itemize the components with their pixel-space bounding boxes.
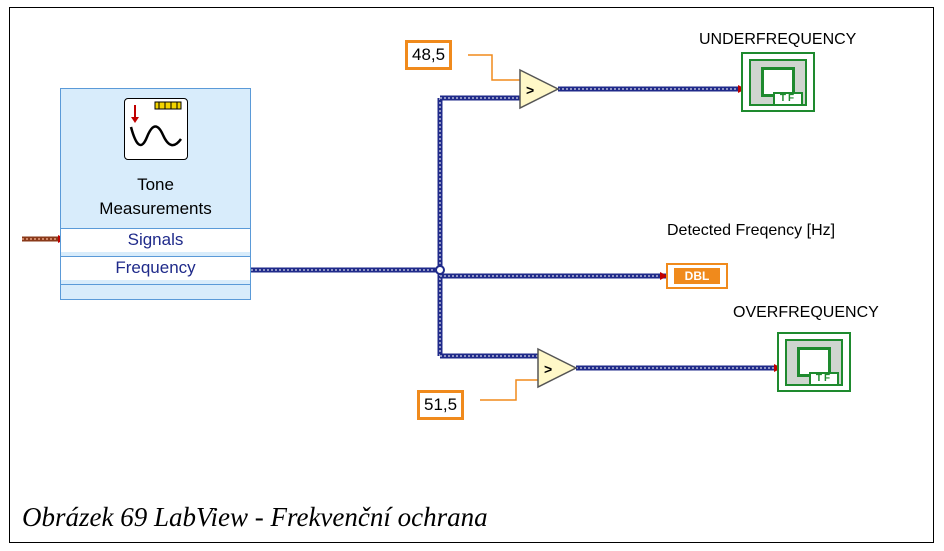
overfrequency-indicator[interactable]: TF bbox=[777, 332, 851, 392]
detected-frequency-label: Detected Freqency [Hz] bbox=[667, 222, 836, 239]
constant-wires bbox=[468, 54, 540, 401]
frequency-wire bbox=[251, 95, 666, 359]
frequency-terminal[interactable]: Frequency bbox=[61, 256, 250, 280]
greater-than-comparator-upper[interactable]: > bbox=[519, 68, 560, 110]
underfrequency-indicator[interactable]: TF bbox=[741, 52, 815, 112]
boolean-type-tag: TF bbox=[809, 372, 839, 386]
comparator-output-wires bbox=[558, 85, 782, 372]
expand-grip-icon[interactable] bbox=[61, 284, 250, 299]
dbl-type-tag: DBL bbox=[674, 268, 720, 284]
tone-measurements-vi[interactable]: Tone Measurements Signals Frequency bbox=[60, 88, 251, 300]
comparator-symbol: > bbox=[544, 361, 552, 377]
vi-title-line2: Measurements bbox=[99, 199, 212, 218]
boolean-type-tag: TF bbox=[773, 92, 803, 106]
signals-terminal[interactable]: Signals bbox=[61, 228, 250, 252]
upper-limit-constant[interactable]: 51,5 bbox=[417, 390, 465, 420]
vi-title-line1: Tone bbox=[137, 175, 174, 194]
tone-measurement-icon bbox=[124, 98, 188, 160]
greater-than-comparator-lower[interactable]: > bbox=[537, 347, 578, 389]
figure-caption: Obrázek 69 LabView - Frekvenční ochrana bbox=[22, 502, 488, 532]
indicator-frame: TF bbox=[749, 59, 807, 106]
comparator-symbol: > bbox=[526, 82, 534, 98]
detected-frequency-indicator[interactable]: DBL bbox=[666, 263, 728, 289]
underfrequency-label: UNDERFREQUENCY bbox=[699, 31, 857, 48]
indicator-frame: TF bbox=[785, 339, 843, 386]
overfrequency-label: OVERFREQUENCY bbox=[733, 304, 879, 321]
lower-limit-constant[interactable]: 48,5 bbox=[405, 40, 453, 70]
